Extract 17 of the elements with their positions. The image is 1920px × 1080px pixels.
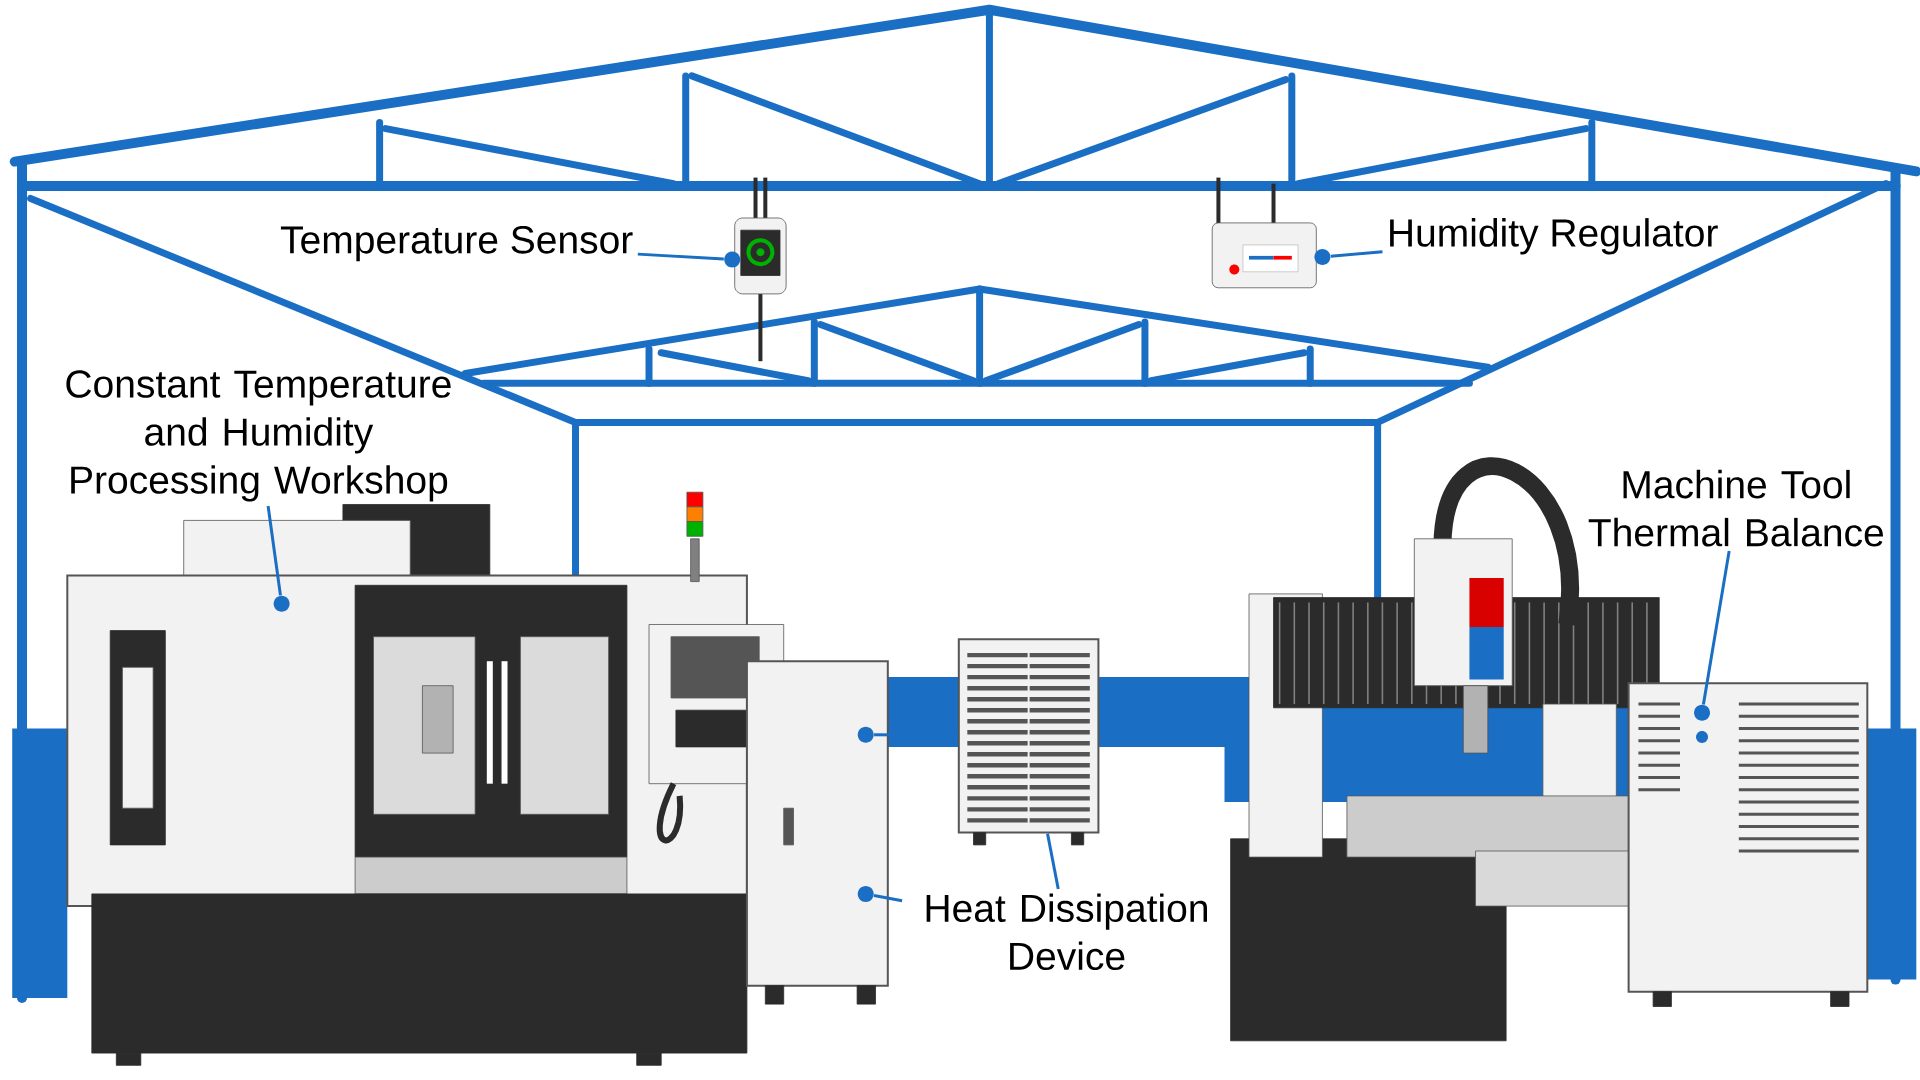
leader-dot xyxy=(1314,249,1331,266)
leader-dot xyxy=(273,595,290,612)
callout-label: Humidity Regulator xyxy=(1390,218,1718,255)
leader-line xyxy=(266,505,282,596)
vent-grille xyxy=(957,638,1100,846)
leader-dot xyxy=(724,251,741,268)
leader-line xyxy=(1701,550,1731,705)
leader-line xyxy=(1046,833,1060,890)
leader-line xyxy=(873,893,903,903)
leader-dot xyxy=(857,885,874,902)
callout-label: Temperature Sensor xyxy=(280,226,633,262)
leader-dot xyxy=(857,726,874,743)
callout-label: Constant Temperature and Humidity Processing Workshop xyxy=(66,370,451,502)
callout-label: Heat Dissipation Device xyxy=(926,893,1207,971)
callout-label: Machine Tool Thermal Balance xyxy=(1588,469,1883,547)
leader-line xyxy=(1330,250,1383,258)
leader-dot xyxy=(1694,704,1710,721)
